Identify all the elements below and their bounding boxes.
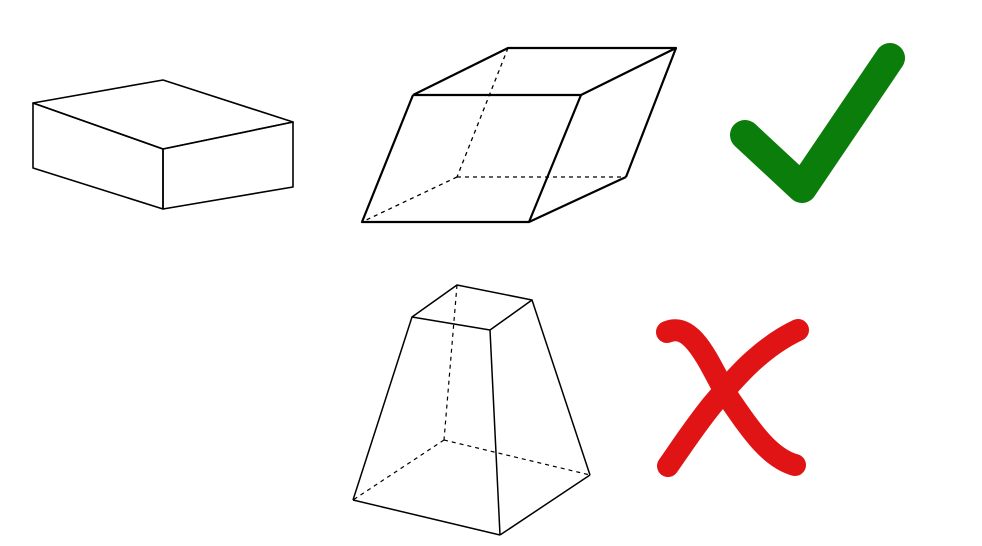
cross-icon xyxy=(656,319,809,477)
cuboid-right-face xyxy=(162,121,294,210)
parallelepiped-visible-edges xyxy=(360,46,678,224)
frustum xyxy=(352,284,591,536)
reference-cuboid xyxy=(32,79,294,210)
frustum-visible-edges xyxy=(352,284,591,536)
frustum-hidden-edges xyxy=(352,284,591,501)
cuboid-top-face xyxy=(32,79,294,150)
checkmark-icon xyxy=(730,43,905,203)
cuboid-front-face xyxy=(32,102,164,210)
parallelepiped xyxy=(360,46,678,224)
parallelepiped-hidden-edges xyxy=(361,47,626,223)
